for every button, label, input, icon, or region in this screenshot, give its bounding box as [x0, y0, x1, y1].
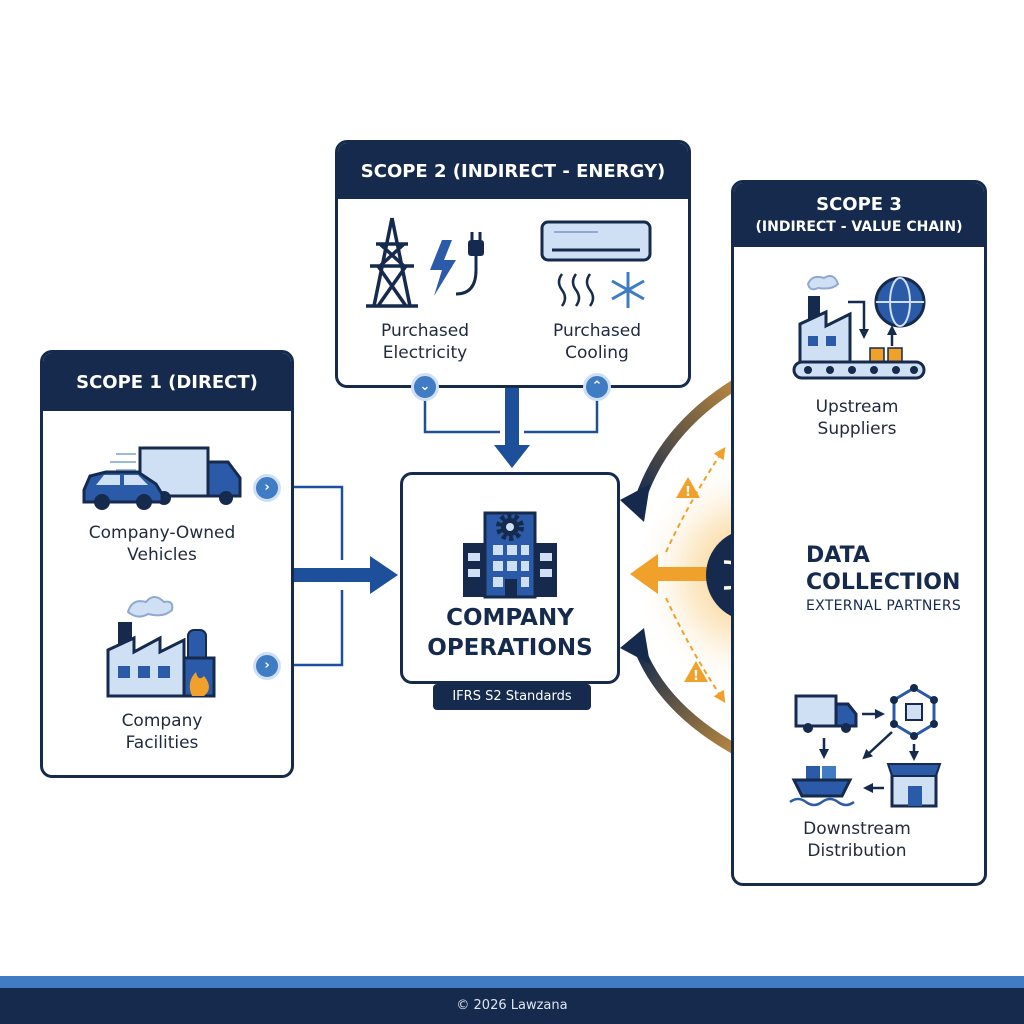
svg-text:!: !: [693, 669, 699, 684]
data-arrow-shaft: [655, 567, 707, 581]
office-building-gear-icon: [463, 511, 557, 599]
warning-icon: !: [676, 477, 700, 500]
power-tower-icon: [366, 217, 484, 308]
chevron-down-icon: ⌄: [411, 373, 439, 401]
scope1-item-label: Company-Owned Vehicles: [88, 523, 236, 565]
scope1-item-label: Company Facilities: [121, 711, 203, 753]
scope1-vehicles-connector: [282, 485, 344, 560]
supplier-factory-globe-icon: [792, 275, 926, 380]
center-title-line: OPERATIONS: [427, 635, 593, 661]
scope3-card: SCOPE 3 (INDIRECT - VALUE CHAIN): [731, 180, 987, 886]
data-collection-subtitle: EXTERNAL PARTNERS: [806, 598, 962, 614]
scope3-title: SCOPE 3: [816, 194, 902, 215]
chevron-up-icon: ⌃: [583, 373, 611, 401]
scope1-card: SCOPE 1 (DIRECT): [40, 350, 294, 778]
scope1-header: SCOPE 1 (DIRECT): [43, 353, 291, 411]
data-arrow-head: [630, 554, 658, 594]
scope3-subtitle: (INDIRECT - VALUE CHAIN): [755, 219, 963, 235]
downstream-arc-arrow-head: [620, 628, 650, 664]
upstream-arc-arrow-head: [620, 484, 650, 522]
footer-stripe: [0, 976, 1024, 988]
company-operations-title: COMPANY OPERATIONS: [403, 603, 617, 663]
air-conditioner-icon: [540, 220, 652, 308]
chevron-right-icon: ›: [253, 474, 281, 502]
scope1-main-arrow-head: [370, 556, 398, 594]
scope1-title: SCOPE 1 (DIRECT): [76, 371, 258, 393]
scope1-main-arrow-shaft: [292, 568, 372, 582]
svg-text:!: !: [685, 485, 691, 500]
scope3-item-label: Upstream Suppliers: [815, 397, 899, 439]
dashed-arrow-2: [665, 597, 726, 703]
scope2-electricity-connector: [423, 400, 500, 434]
scope2-item-label: Purchased Cooling: [553, 321, 641, 363]
factory-fire-icon: [106, 596, 216, 698]
dc-title-line: COLLECTION: [806, 570, 961, 595]
warning-icon: !: [684, 661, 708, 684]
vehicles-icon: [82, 446, 242, 510]
data-collection-title: DATA COLLECTION: [806, 542, 960, 596]
scope3-header: SCOPE 3 (INDIRECT - VALUE CHAIN): [734, 183, 984, 247]
distribution-network-icon: [789, 684, 942, 808]
company-operations-card: COMPANY OPERATIONS: [400, 472, 620, 684]
center-title-line: COMPANY: [446, 605, 574, 631]
scope2-item-label: Purchased Electricity: [381, 321, 469, 363]
dashed-arrow-1: [665, 447, 726, 553]
scope2-header: SCOPE 2 (INDIRECT - ENERGY): [338, 143, 688, 199]
ifrs-badge: IFRS S2 Standards: [433, 684, 591, 710]
footer: © 2026 Lawzana: [0, 988, 1024, 1024]
scope2-cooling-connector: [524, 400, 599, 434]
scope3-item-label: Downstream Distribution: [803, 819, 911, 861]
dc-title-line: DATA: [806, 543, 870, 568]
chevron-right-icon: ›: [253, 652, 281, 680]
scope2-main-arrow-shaft: [505, 386, 519, 448]
scope2-title: SCOPE 2 (INDIRECT - ENERGY): [360, 160, 666, 182]
scope2-main-arrow-head: [494, 445, 530, 468]
scope2-card: SCOPE 2 (INDIRECT - ENERGY): [335, 140, 691, 388]
scope1-facilities-connector: [282, 590, 344, 667]
